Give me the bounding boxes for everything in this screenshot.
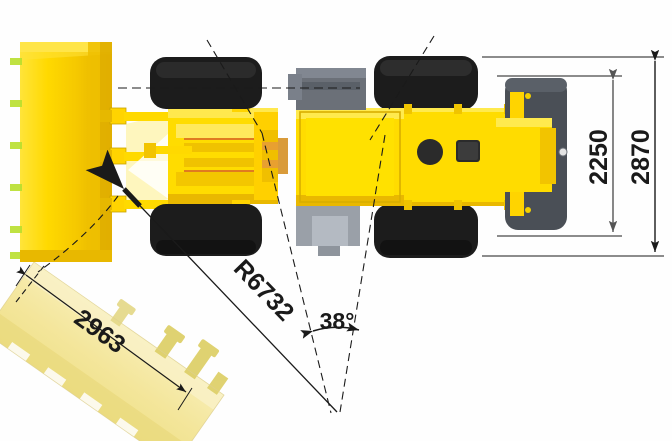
radius-leader-line	[123, 188, 338, 413]
blade-edge-tabs	[10, 58, 22, 259]
blade-dim-line	[16, 266, 187, 393]
blade-length-dimension-group	[15, 264, 193, 411]
tires-group	[150, 56, 478, 258]
turn-center-line-left	[261, 132, 332, 414]
track-width-label: 2250	[585, 129, 613, 185]
front-frame-group	[144, 76, 288, 234]
exhaust-stack	[417, 139, 443, 165]
steer-angle-arc	[300, 322, 360, 339]
blade-dim-ext-line-b	[177, 387, 193, 411]
hydraulic-cylinders	[262, 138, 288, 174]
overall-width-label: 2870	[627, 129, 655, 185]
main-frame-group	[288, 68, 554, 256]
rear-attachment-group	[496, 78, 568, 230]
steer-reference-line-right	[369, 35, 435, 141]
overall-width-dimension-group	[482, 49, 664, 257]
turning-radius-label: R6732	[228, 254, 299, 326]
steering-angle-label: 38°	[320, 308, 355, 334]
turn-center-line-right	[339, 134, 386, 413]
radius-arrowhead	[85, 149, 142, 208]
blade-swing-arc	[37, 195, 119, 273]
track-width-dimension-group	[497, 68, 622, 237]
steer-reference-line-left	[206, 39, 263, 134]
moldboard-blade-group	[10, 42, 127, 262]
